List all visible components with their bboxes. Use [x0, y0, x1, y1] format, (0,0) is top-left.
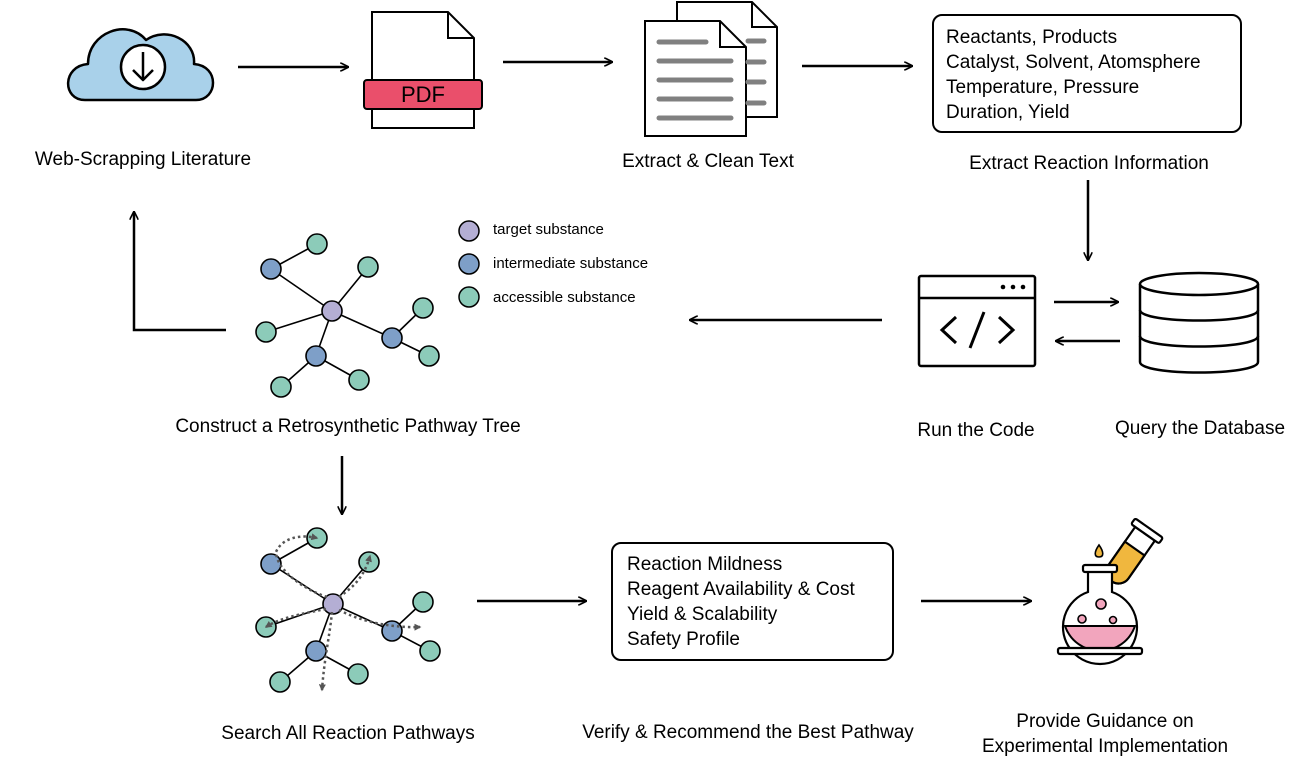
flask-icon [1056, 563, 1144, 666]
intermediate-node [381, 620, 403, 642]
accessible-node [358, 551, 380, 573]
criteria-item: Yield & Scalability [627, 604, 778, 625]
accessible-node [347, 663, 369, 685]
accessible-node [412, 297, 434, 319]
step-extract-info-label: Extract Reaction Information [969, 153, 1209, 174]
pdf-badge-label: PDF [401, 82, 445, 107]
reaction-info-item: Duration, Yield [946, 102, 1070, 123]
target-node [321, 300, 343, 322]
accessible-node [348, 369, 370, 391]
criteria-item: Reaction Mildness [627, 554, 783, 575]
tree-edge [270, 268, 333, 312]
legend-label-accessible: accessible substance [493, 289, 636, 306]
search-path-trace [338, 554, 372, 599]
retrosynthetic-tree [255, 233, 440, 398]
search-path-trace [264, 607, 327, 629]
search-path-trace [338, 608, 422, 631]
accessible-node [306, 233, 328, 255]
intermediate-node [260, 553, 282, 575]
tree-edge [265, 603, 334, 628]
search-path-trace [318, 611, 334, 692]
step-query-db-label: Query the Database [1114, 418, 1286, 439]
legend-swatches [458, 220, 480, 308]
arrow-tree-to-web [134, 212, 226, 332]
legend-swatch-accessible [458, 286, 480, 308]
step-verify-label: Verify & Recommend the Best Pathway [582, 722, 914, 743]
reaction-info-box: Reactants, Products Catalyst, Solvent, A… [932, 14, 1242, 133]
database-icon [1138, 271, 1260, 374]
accessible-node [419, 640, 441, 662]
step-guidance-line1: Provide Guidance on [1016, 711, 1194, 732]
step-web-scrapping-label: Web-Scrapping Literature [34, 149, 252, 170]
intermediate-node [381, 327, 403, 349]
tree-edge [332, 603, 393, 632]
criteria-item: Safety Profile [627, 629, 740, 650]
tree-edge [265, 310, 333, 333]
pdf-file-icon [363, 11, 483, 129]
accessible-node [269, 671, 291, 693]
reaction-info-item: Reactants, Products [946, 27, 1118, 48]
legend-label-target: target substance [493, 221, 604, 238]
intermediate-node [305, 640, 327, 662]
cloud-download-icon [66, 28, 215, 102]
accessible-node [255, 321, 277, 343]
search-path-trace [274, 533, 328, 599]
intermediate-node [260, 258, 282, 280]
step-search-pathways-label: Search All Reaction Pathways [221, 723, 475, 744]
reaction-info-item: Catalyst, Solvent, Atomsphere [946, 52, 1201, 73]
intermediate-node [305, 345, 327, 367]
documents-icon [644, 1, 778, 137]
accessible-node [270, 376, 292, 398]
criteria-box: Reaction Mildness Reagent Availability &… [611, 542, 894, 661]
tree-edge [331, 310, 393, 339]
criteria-item: Reagent Availability & Cost [627, 579, 855, 600]
accessible-node [418, 345, 440, 367]
accessible-node [412, 591, 434, 613]
step-extract-text-label: Extract & Clean Text [622, 151, 794, 172]
step-guidance-line2: Experimental Implementation [981, 736, 1229, 757]
search-pathways-tree [255, 527, 441, 693]
reaction-info-item: Temperature, Pressure [946, 77, 1140, 98]
legend-label-intermediate: intermediate substance [493, 255, 649, 272]
step-construct-tree-label: Construct a Retrosynthetic Pathway Tree [175, 416, 521, 437]
code-window-icon [917, 274, 1037, 368]
legend-swatch-intermediate [458, 253, 480, 275]
accessible-node [357, 256, 379, 278]
legend-swatch-target [458, 220, 480, 242]
step-run-code-label: Run the Code [917, 420, 1035, 441]
